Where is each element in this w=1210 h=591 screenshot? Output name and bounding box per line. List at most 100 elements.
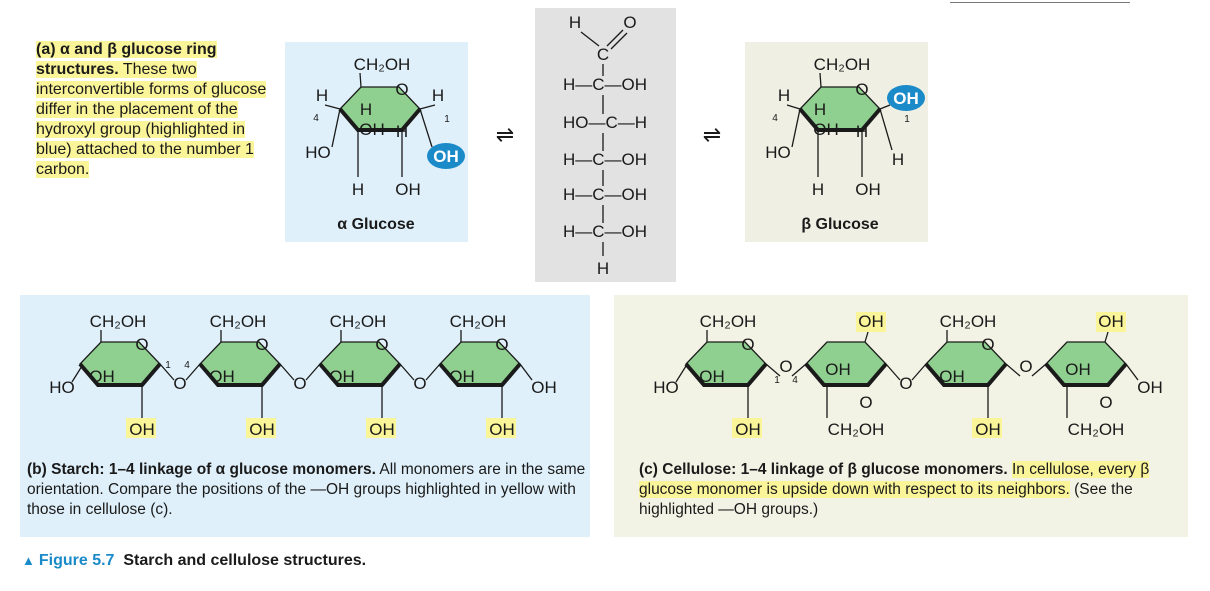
bond-line	[610, 32, 628, 50]
figure-caption: ▲Figure 5.7 Starch and cellulose structu…	[22, 552, 366, 570]
yellow-oh-highlight	[732, 418, 762, 438]
figure-number: Figure 5.7	[38, 552, 115, 569]
ring-oxygen: O	[495, 335, 508, 354]
bond-line	[791, 363, 807, 377]
ring-front-edge	[1044, 362, 1128, 387]
oh-label: OH	[858, 312, 884, 331]
glycosidic-oxygen: O	[899, 374, 912, 393]
bond-line	[159, 363, 175, 381]
ring-front-edge	[798, 107, 882, 132]
oh-label: OH	[249, 420, 275, 439]
linear-glucose-panel	[535, 8, 676, 282]
bond-line	[279, 363, 295, 381]
bond-line	[1031, 363, 1047, 377]
ch2oh-label: CH₂OH	[450, 312, 507, 331]
h-label: H	[432, 86, 444, 105]
ring-front-edge	[318, 362, 402, 387]
alpha-glucose-name: α Glucose	[337, 216, 415, 233]
glycosidic-oxygen: O	[779, 357, 792, 376]
oh-label: OH	[855, 180, 881, 199]
yellow-oh-highlight	[972, 418, 1002, 438]
bond-line	[419, 108, 433, 148]
oh-label: OH	[735, 420, 761, 439]
bond-line	[519, 363, 533, 381]
oh-label: OH	[1065, 360, 1091, 379]
caption-a-title: α and β glucose ring structures.	[36, 41, 217, 78]
bond-line	[1005, 363, 1021, 377]
h-label: H	[352, 180, 364, 199]
carbon-1-label: 1	[444, 114, 450, 125]
oh-label: OH	[825, 360, 851, 379]
yellow-oh-highlight	[1096, 312, 1126, 332]
ring-oxygen: O	[741, 335, 754, 354]
aldehyde-h: H	[569, 13, 581, 32]
bond-line	[885, 363, 901, 381]
carbon-4-label: 4	[792, 375, 798, 386]
bond-line	[606, 29, 624, 47]
carbon-1-label: 1	[165, 360, 171, 371]
beta-blue-oh-label: OH	[893, 89, 919, 108]
oh-label: OH	[1098, 312, 1124, 331]
oh-label: OH	[129, 420, 155, 439]
caption-a-text: These two interconvertible forms of gluc…	[36, 61, 267, 178]
bond-line	[879, 104, 891, 110]
caption-c-tail: (See the highlighted —OH groups.)	[639, 481, 1133, 518]
oh-label: OH	[395, 180, 421, 199]
bond-line	[675, 365, 687, 383]
aldehyde-o: O	[623, 13, 636, 32]
ch2oh-label: CH₂OH	[354, 55, 411, 74]
ring-front-edge	[684, 362, 768, 387]
starch-panel	[20, 295, 590, 537]
oh-label: OH	[813, 120, 839, 139]
glycosidic-oxygen: O	[293, 374, 306, 393]
oh-label: OH	[369, 420, 395, 439]
ch2oh-label: CH₂OH	[940, 312, 997, 331]
ring-oxygen: O	[1099, 393, 1112, 412]
oh-label: OH	[359, 120, 385, 139]
ch2oh-label: CH₂OH	[210, 312, 267, 331]
h-label: H	[812, 180, 824, 199]
ring-oxygen: O	[375, 335, 388, 354]
bond-line	[71, 365, 83, 383]
yellow-oh-highlight	[366, 418, 396, 438]
oh-label: OH	[975, 420, 1001, 439]
ring-oxygen: O	[855, 80, 868, 99]
glycosidic-oxygen: O	[173, 374, 186, 393]
glycosidic-oxygen: O	[1019, 357, 1032, 376]
chain-row-label: H—C—OH	[563, 75, 647, 94]
bond-line	[331, 108, 341, 148]
bond-line	[879, 108, 893, 151]
oh-label: OH	[89, 367, 115, 386]
chain-c: C	[597, 45, 609, 64]
ring-front-edge	[198, 362, 282, 387]
caption-b: (b) Starch: 1–4 linkage of α glucose mon…	[27, 460, 587, 520]
ch2oh-label: CH₂OH	[700, 312, 757, 331]
alpha-glucose-panel	[285, 42, 468, 242]
ring-front-edge	[924, 362, 1008, 387]
top-divider	[950, 2, 1130, 3]
ho-label: HO	[305, 143, 331, 162]
oh-label: OH	[699, 367, 725, 386]
oh-label: OH	[449, 367, 475, 386]
ho-label: HO	[49, 378, 75, 397]
bond-line	[1125, 363, 1139, 381]
bond-line	[864, 331, 869, 343]
h-label: H	[778, 86, 790, 105]
ring-oxygen: O	[395, 80, 408, 99]
beta-blue-oh	[887, 85, 925, 111]
oh-label: OH	[329, 367, 355, 386]
bond-line	[419, 104, 436, 110]
ring-oxygen: O	[859, 393, 872, 412]
yellow-oh-highlight	[486, 418, 516, 438]
ring-oxygen: O	[135, 335, 148, 354]
caption-b-title: Starch: 1–4 linkage of α glucose monomer…	[51, 461, 376, 478]
alpha-blue-oh	[427, 143, 465, 169]
ch2oh-label: CH₂OH	[330, 312, 387, 331]
oh-label: OH	[489, 420, 515, 439]
bond-line	[305, 363, 321, 381]
bond-line	[791, 108, 801, 148]
yellow-oh-highlight	[246, 418, 276, 438]
equilibrium-arrow-left: ⇌	[496, 122, 514, 147]
caption-a-label: (a)	[36, 41, 56, 58]
